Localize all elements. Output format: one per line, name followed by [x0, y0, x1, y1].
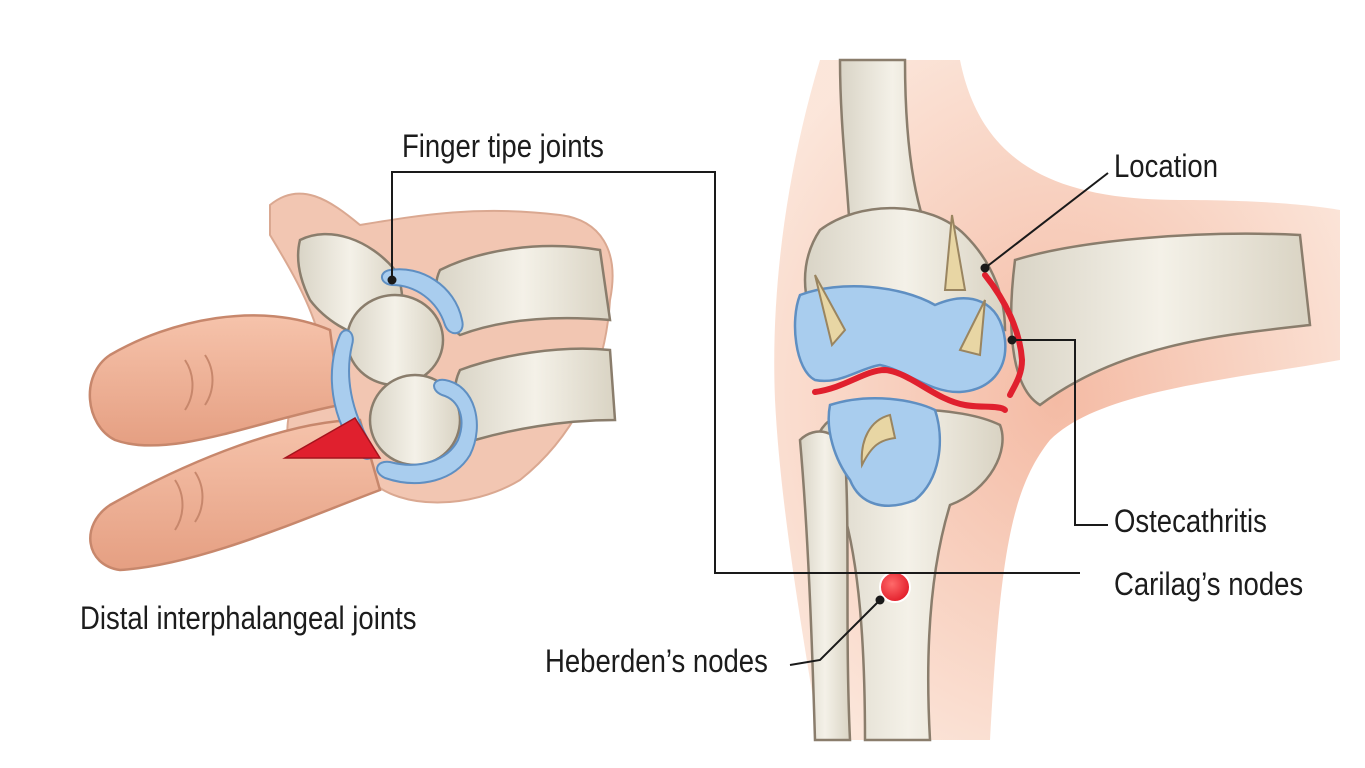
heberden-node-dot [880, 572, 910, 602]
phalanx-bone-lower [455, 349, 615, 440]
knee-illustration [774, 60, 1340, 740]
label-heberden-nodes: Heberden’s nodes [545, 645, 768, 677]
label-osteoarthritis: Ostecathritis [1114, 505, 1267, 537]
label-finger-tip-joints: Finger tipe joints [402, 130, 604, 162]
label-distal-interphalangeal-joints: Distal interphalangeal joints [80, 602, 417, 634]
hand-illustration [90, 194, 615, 570]
label-cartilage-nodes: Carilag’s nodes [1114, 568, 1303, 600]
joint-head-upper [347, 295, 443, 385]
label-location: Location [1114, 150, 1218, 182]
